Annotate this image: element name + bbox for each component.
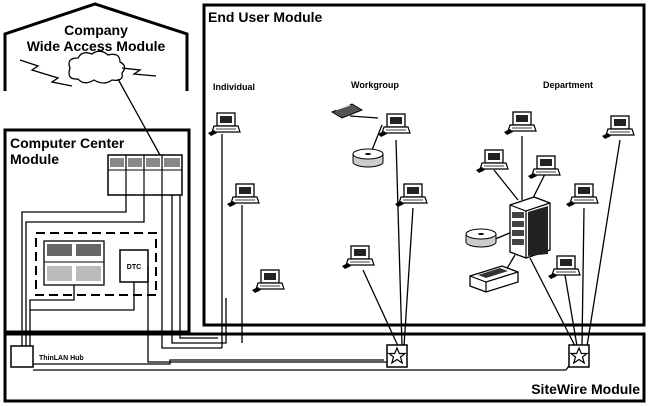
company-wide-access-module-frame (3, 2, 189, 91)
workgroup-pc-1-icon (377, 113, 411, 138)
department-pc-3-icon (527, 155, 561, 180)
mainframe-rack-icon (107, 154, 183, 196)
wan-link-right-icon (121, 67, 157, 77)
department-pc-6-icon (547, 255, 581, 280)
computer-center-title-line1: Computer Center (10, 135, 125, 151)
department-hub-star-icon (568, 344, 590, 368)
individual-pc-3-icon (251, 269, 285, 294)
workgroup-pc-3-icon (341, 245, 375, 270)
network-cloud-icon (68, 50, 126, 84)
dtc-label: DTC (127, 264, 141, 271)
group-workgroup-label: Workgroup (351, 80, 399, 90)
dashed-equipment-group (35, 232, 157, 296)
department-pc-1-icon (503, 111, 537, 136)
workgroup-printer-icon (330, 103, 364, 119)
computer-center-title-line2: Module (10, 151, 59, 167)
computer-center-module-frame (3, 128, 191, 334)
department-disk-icon (465, 228, 497, 248)
end-user-title: End User Module (208, 9, 323, 25)
individual-pc-1-icon (207, 112, 241, 137)
group-department-label: Department (543, 80, 593, 90)
group-individual-label: Individual (213, 82, 255, 92)
company-wide-title-line2: Wide Access Module (27, 38, 166, 54)
wan-link-left-icon (19, 59, 73, 87)
sitewire-title: SiteWire Module (531, 381, 640, 397)
department-laser-printer-icon (469, 265, 519, 293)
thinlan-hub-box (10, 345, 34, 368)
department-pc-5-icon (565, 183, 599, 208)
company-wide-title-line1: Company (64, 22, 128, 38)
host-computer-icon (43, 240, 105, 286)
workgroup-hub-star-icon (386, 344, 408, 368)
individual-pc-2-icon (226, 183, 260, 208)
network-cabling (21, 78, 621, 371)
department-pc-2-icon (475, 149, 509, 174)
workgroup-pc-2-icon (394, 183, 428, 208)
end-user-module-frame (202, 3, 646, 327)
department-pc-4-icon (601, 115, 635, 140)
sitewire-module-frame (3, 332, 646, 403)
department-server-icon (509, 196, 551, 259)
thinlan-hub-label: ThinLAN Hub (39, 355, 84, 362)
workgroup-disk-icon (352, 148, 384, 168)
